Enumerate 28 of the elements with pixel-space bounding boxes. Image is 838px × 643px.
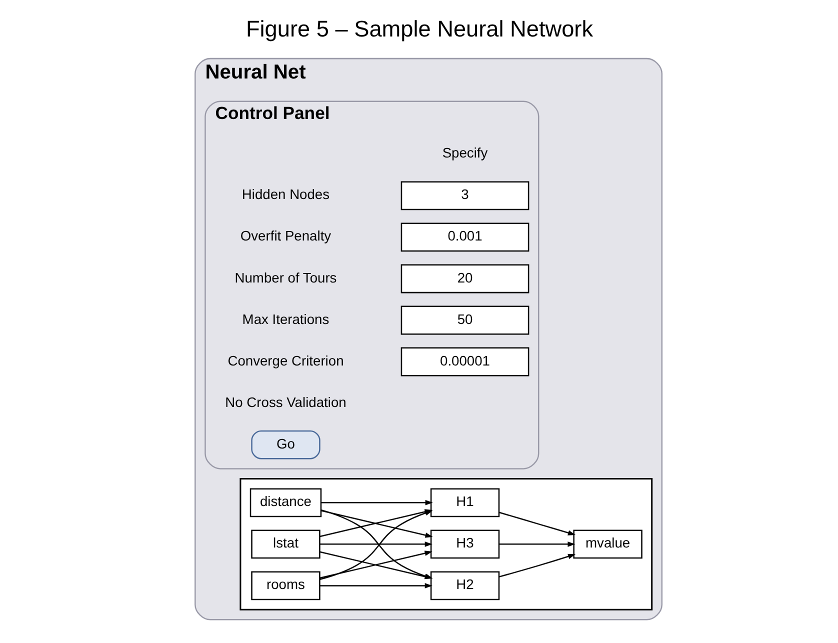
arrow (319, 542, 432, 547)
node-box: 50 (400, 306, 529, 335)
label: Hidden Nodes (241, 186, 330, 202)
arrow (498, 512, 576, 536)
node-box: 20 (400, 264, 529, 294)
label: No Cross Validation (224, 394, 346, 410)
arrow (320, 500, 432, 506)
node-box: H1 (430, 488, 500, 518)
label: Specify (442, 144, 488, 161)
node-box: H2 (430, 571, 500, 600)
node-box: H3 (430, 530, 500, 559)
label: Number of Tours (234, 269, 336, 286)
label: Converge Criterion (227, 352, 344, 368)
node-box: 3 (400, 181, 529, 210)
node-box: 0.001 (400, 222, 529, 252)
arrow (319, 583, 432, 588)
diagram-title: Figure 5 – Sample Neural Network (245, 16, 593, 42)
label: Max Iterations (242, 310, 329, 327)
node-box: Go (250, 430, 320, 460)
node-box: mvalue (572, 530, 642, 559)
node-box: distance (249, 488, 322, 518)
label: Overfit Penalty (240, 228, 331, 244)
node-box: 0.00001 (400, 347, 529, 376)
cluster (239, 478, 652, 610)
node-box: rooms (250, 571, 320, 600)
node-box: lstat (250, 530, 320, 559)
arrow (498, 554, 576, 578)
arrow (498, 542, 575, 547)
